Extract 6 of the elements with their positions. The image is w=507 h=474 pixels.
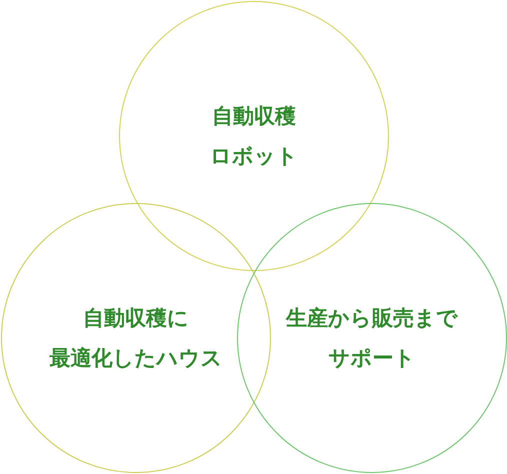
venn-circle — [119, 1, 389, 271]
circle-label: 生産から販売までサポート — [286, 305, 458, 372]
circle-label: 自動収穫ロボット — [210, 103, 298, 170]
venn-circle — [1, 203, 271, 473]
venn-circle — [237, 203, 507, 473]
circle-label: 自動収穫に最適化したハウス — [50, 305, 222, 372]
